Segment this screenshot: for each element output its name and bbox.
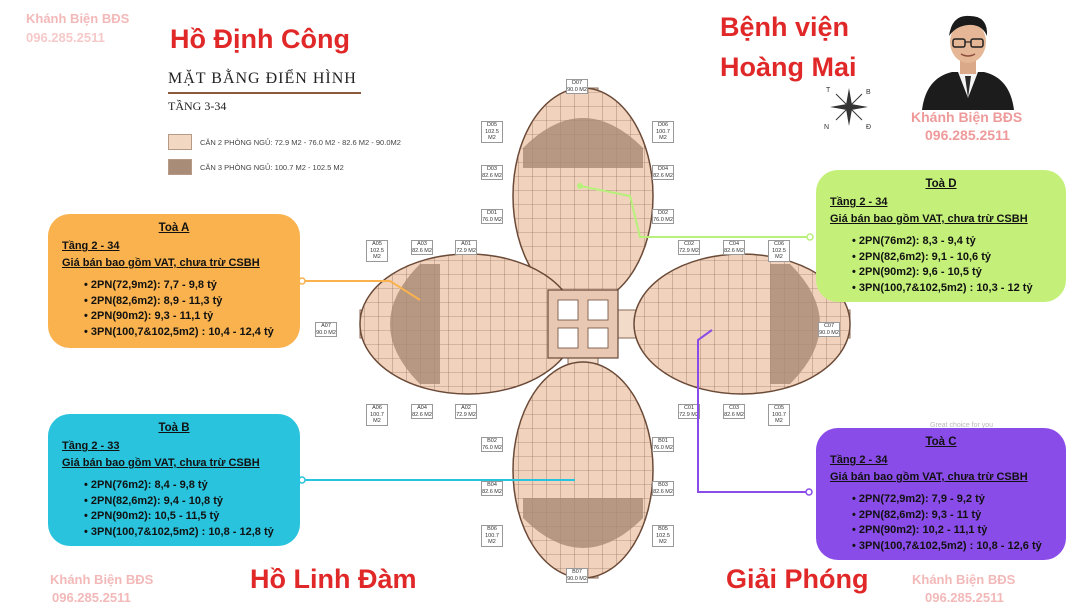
tower-c-price-item: 2PN(82,6m2): 9,3 - 11 tỷ bbox=[852, 508, 1052, 524]
location-ho-linh-dam: Hồ Linh Đàm bbox=[250, 564, 417, 594]
tower-c-price-item: 3PN(100,7&102,5m2) : 10,8 - 12,6 tỷ bbox=[852, 539, 1052, 555]
tower-b-price-item: 2PN(76m2): 8,4 - 9,8 tỷ bbox=[84, 478, 286, 494]
legend: CĂN 2 PHÒNG NGỦ: 72.9 M2 - 76.0 M2 - 82.… bbox=[168, 134, 401, 175]
tower-d-card: Toà D Tầng 2 - 34 Giá bán bao gồm VAT, c… bbox=[816, 170, 1066, 302]
faint-tagline: Great choice for you bbox=[930, 422, 994, 429]
watermark-phone-bottom-left: 096.285.2511 bbox=[52, 590, 131, 605]
tower-b-price-note: Giá bán bao gồm VAT, chưa trừ CSBH bbox=[62, 457, 260, 469]
tower-a-price-item: 2PN(72,9m2): 7,7 - 9,8 tỷ bbox=[84, 278, 286, 294]
tower-d-price-item: 3PN(100,7&102,5m2) : 10,3 - 12 tỷ bbox=[852, 281, 1052, 297]
legend-label-3pn: CĂN 3 PHÒNG NGỦ: 100.7 M2 - 102.5 M2 bbox=[200, 162, 344, 172]
location-ho-dinh-cong: Hồ Định Công bbox=[170, 24, 350, 54]
compass-icon: T B N Đ bbox=[824, 87, 871, 131]
tower-d-price-item: 2PN(76m2): 8,3 - 9,4 tỷ bbox=[852, 234, 1052, 250]
page-title: MẶT BẰNG ĐIỂN HÌNH bbox=[168, 70, 357, 87]
legend-label-2pn: CĂN 2 PHÒNG NGỦ: 72.9 M2 - 76.0 M2 - 82.… bbox=[200, 137, 401, 147]
tower-a-plan bbox=[359, 253, 577, 395]
agent-photo bbox=[912, 6, 1024, 110]
watermark-name-bottom-right: Khánh Biện BĐS bbox=[912, 572, 1016, 587]
tower-b-title: Toà B bbox=[158, 422, 190, 434]
floor-plan-diagram bbox=[359, 87, 851, 579]
agent-name: Khánh Biện BĐS bbox=[911, 109, 1023, 125]
location-giai-phong: Giải Phóng bbox=[726, 564, 869, 594]
tower-a-floors: Tầng 2 - 34 bbox=[62, 240, 120, 252]
legend-swatch-3pn bbox=[168, 159, 192, 175]
tower-c-plan bbox=[633, 253, 851, 395]
compass-b: B bbox=[866, 89, 871, 96]
tower-b-price-item: 2PN(90m2): 10,5 - 11,5 tỷ bbox=[84, 509, 286, 525]
tower-c-price-item: 2PN(72,9m2): 7,9 - 9,2 tỷ bbox=[852, 492, 1052, 508]
watermark-name-top-left: Khánh Biện BĐS bbox=[26, 11, 130, 26]
tower-c-title: Toà C bbox=[925, 436, 957, 448]
tower-d-title: Toà D bbox=[925, 178, 957, 190]
tower-b-price-item: 2PN(82,6m2): 9,4 - 10,8 tỷ bbox=[84, 494, 286, 510]
watermark-name-bottom-left: Khánh Biện BĐS bbox=[50, 572, 154, 587]
agent-avatar-icon bbox=[912, 6, 1024, 110]
watermark-phone-bottom-right: 096.285.2511 bbox=[925, 590, 1004, 605]
tower-b-price-item: 3PN(100,7&102,5m2) : 10,8 - 12,8 tỷ bbox=[84, 525, 286, 541]
tower-d-price-item: 2PN(82,6m2): 9,1 - 10,6 tỷ bbox=[852, 250, 1052, 266]
legend-item-2pn: CĂN 2 PHÒNG NGỦ: 72.9 M2 - 76.0 M2 - 82.… bbox=[168, 134, 401, 150]
tower-b-plan bbox=[512, 361, 654, 579]
watermark-phone-top-left: 096.285.2511 bbox=[26, 30, 105, 45]
tower-b-floors: Tầng 2 - 33 bbox=[62, 440, 120, 452]
location-benh-vien-line1: Bệnh viện bbox=[720, 12, 850, 42]
tower-a-price-item: 2PN(90m2): 9,3 - 11,1 tỷ bbox=[84, 309, 286, 325]
tower-a-card: Toà A Tầng 2 - 34 Giá bán bao gồm VAT, c… bbox=[48, 214, 300, 348]
compass-t: T bbox=[826, 87, 831, 94]
title-underline bbox=[168, 92, 361, 94]
compass-d: Đ bbox=[866, 124, 871, 131]
agent-phone: 096.285.2511 bbox=[925, 127, 1010, 143]
legend-swatch-2pn bbox=[168, 134, 192, 150]
compass-n: N bbox=[824, 124, 829, 131]
location-benh-vien-line2: Hoàng Mai bbox=[720, 52, 857, 82]
tower-a-price-item: 3PN(100,7&102,5m2) : 10,4 - 12,4 tỷ bbox=[84, 325, 286, 341]
tower-c-price-item: 2PN(90m2): 10,2 - 11,1 tỷ bbox=[852, 523, 1052, 539]
legend-item-3pn: CĂN 3 PHÒNG NGỦ: 100.7 M2 - 102.5 M2 bbox=[168, 159, 401, 175]
tower-d-price-item: 2PN(90m2): 9,6 - 10,5 tỷ bbox=[852, 265, 1052, 281]
tower-d-floors: Tầng 2 - 34 bbox=[830, 196, 888, 208]
floor-subtitle: TẦNG 3-34 bbox=[168, 99, 227, 113]
tower-c-card: Toà C Tầng 2 - 34 Giá bán bao gồm VAT, c… bbox=[816, 428, 1066, 560]
tower-b-card: Toà B Tầng 2 - 33 Giá bán bao gồm VAT, c… bbox=[48, 414, 300, 546]
tower-a-price-item: 2PN(82,6m2): 8,9 - 11,3 tỷ bbox=[84, 294, 286, 310]
tower-c-floors: Tầng 2 - 34 bbox=[830, 454, 888, 466]
tower-c-price-note: Giá bán bao gồm VAT, chưa trừ CSBH bbox=[830, 471, 1028, 483]
tower-d-price-note: Giá bán bao gồm VAT, chưa trừ CSBH bbox=[830, 213, 1028, 225]
tower-a-title: Toà A bbox=[158, 222, 190, 234]
tower-a-price-note: Giá bán bao gồm VAT, chưa trừ CSBH bbox=[62, 257, 260, 269]
